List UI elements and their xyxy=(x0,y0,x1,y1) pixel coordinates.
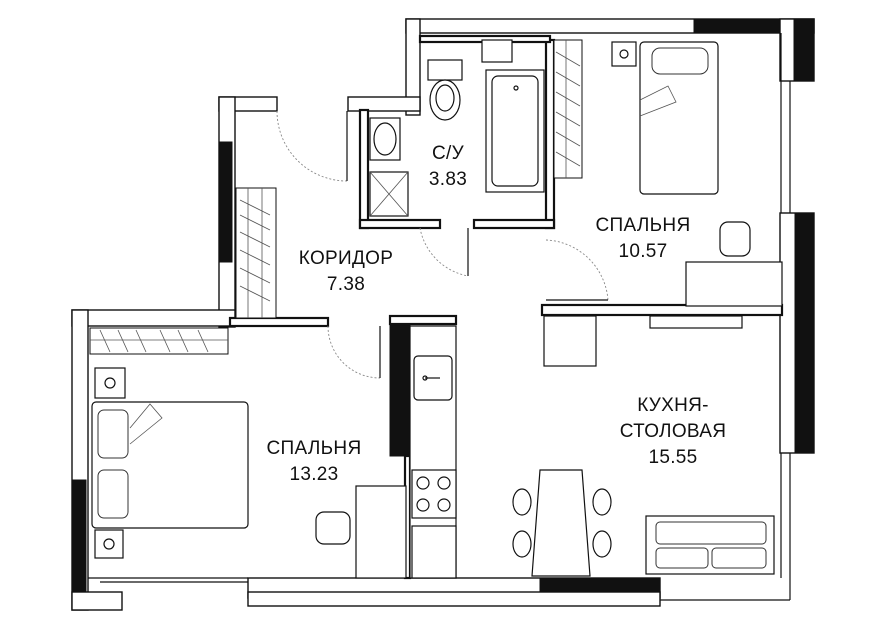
windows xyxy=(89,39,583,355)
walls xyxy=(71,18,815,611)
room-label-bedroom-top: СПАЛЬНЯ 10.57 xyxy=(596,215,691,262)
room-label-corridor: КОРИДОР 7.38 xyxy=(299,248,393,295)
room-label-kitchen: КУХНЯ- СТОЛОВАЯ 15.55 xyxy=(620,395,727,468)
room-area: 13.23 xyxy=(289,464,338,485)
room-name-line2: СТОЛОВАЯ xyxy=(620,421,727,442)
door-swings xyxy=(276,110,609,379)
room-label-bedroom-left: СПАЛЬНЯ 13.23 xyxy=(267,438,362,485)
room-area: 3.83 xyxy=(429,169,467,190)
kitchen-furniture xyxy=(409,325,775,579)
room-area: 15.55 xyxy=(648,447,697,468)
room-name: КОРИДОР xyxy=(299,248,393,269)
bedroom-top-furniture xyxy=(543,41,783,367)
room-area: 10.57 xyxy=(618,241,667,262)
room-name-line1: КУХНЯ- xyxy=(637,395,709,416)
room-name: СПАЛЬНЯ xyxy=(267,438,362,459)
bathroom-fixtures xyxy=(369,39,545,217)
partitions xyxy=(88,33,791,601)
room-name: С/У xyxy=(432,143,465,164)
room-area: 7.38 xyxy=(327,274,365,295)
room-label-bathroom: С/У 3.83 xyxy=(429,143,467,190)
room-name: СПАЛЬНЯ xyxy=(596,215,691,236)
bedroom-left-furniture xyxy=(91,367,407,579)
